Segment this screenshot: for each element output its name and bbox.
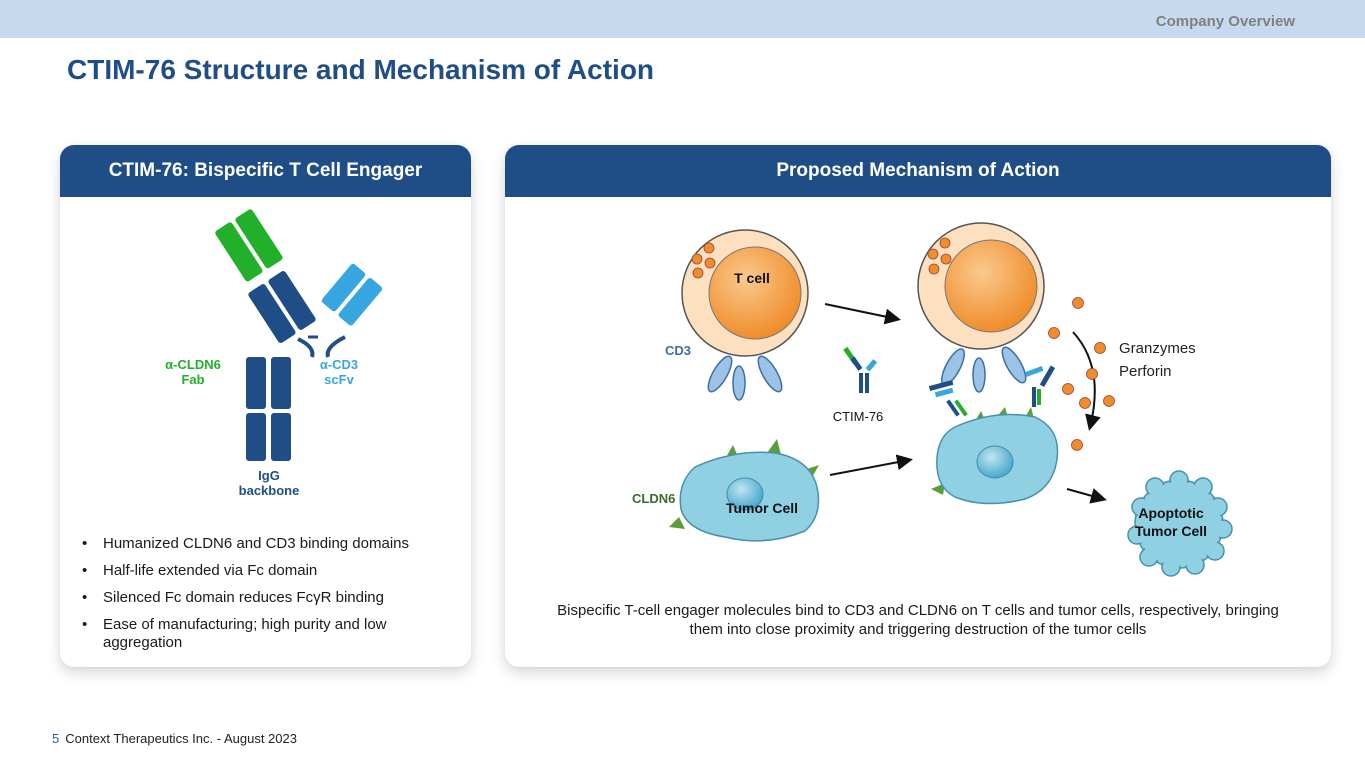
t-cell-label: T cell — [734, 270, 770, 286]
page-title: CTIM-76 Structure and Mechanism of Actio… — [67, 54, 655, 85]
backbone-label-line2: backbone — [239, 483, 300, 498]
granzymes-label: Granzymes — [1119, 340, 1196, 357]
perforin-label: Perforin — [1119, 363, 1172, 380]
arrow-tcell — [824, 303, 901, 325]
fab-light-chain-constant — [248, 284, 296, 343]
bullet-item: Half-life extended via Fc domain — [82, 562, 452, 580]
fab-heavy-chain-constant — [268, 271, 316, 330]
apoptotic-tumor-cell — [1127, 470, 1233, 577]
fab-label-line1: α-CLDN6 — [165, 357, 221, 372]
ctim-label: CTIM-76 — [833, 409, 884, 424]
scfv-label-line1: α-CD3 — [320, 357, 358, 372]
bridging-antibody-left — [928, 379, 968, 417]
apoptotic-label-line1: Apoptotic — [1138, 505, 1204, 521]
feature-bullet-list: Humanized CLDN6 and CD3 binding domains … — [82, 535, 452, 661]
footer-text: Context Therapeutics Inc. - August 2023 — [65, 731, 297, 746]
engaged-t-cell — [917, 222, 1045, 393]
footer: 5 Context Therapeutics Inc. - August 2023 — [52, 731, 297, 746]
scfv-label-line2: scFv — [324, 372, 354, 387]
antibody-card-header: CTIM-76: Bispecific T Cell Engager — [60, 145, 471, 197]
fc-ch3-right — [271, 413, 291, 461]
arrow-tumor — [829, 454, 913, 476]
fc-ch3-left — [246, 413, 266, 461]
fc-ch2-right — [271, 357, 291, 409]
hinge-region — [297, 335, 346, 358]
backbone-label-line1: IgG — [258, 468, 280, 483]
cd3-label: CD3 — [665, 343, 691, 358]
bullet-item: Silenced Fc domain reduces FcγR binding — [82, 589, 452, 607]
bullet-item: Ease of manufacturing; high purity and l… — [82, 616, 452, 652]
antibody-structure-card: CTIM-76: Bispecific T Cell Engager α-CLD… — [60, 145, 471, 667]
ctim76-molecule — [843, 346, 878, 393]
tumor-cell-label: Tumor Cell — [726, 500, 798, 516]
scfv-domain-2 — [338, 278, 383, 326]
top-band — [0, 0, 1365, 38]
scfv-domain-1 — [321, 263, 366, 312]
granule-release — [1048, 297, 1115, 451]
bullet-item: Humanized CLDN6 and CD3 binding domains — [82, 535, 452, 553]
arrow-apoptosis — [1066, 488, 1107, 504]
fab-light-chain-variable — [215, 222, 263, 282]
mechanism-diagram: T cell CD3 CTIM-76 — [632, 222, 1233, 577]
mechanism-card: Proposed Mechanism of Action — [505, 145, 1331, 667]
tumor-cell — [669, 439, 820, 542]
mechanism-caption: Bispecific T-cell engager molecules bind… — [557, 602, 1279, 638]
fab-heavy-chain-variable — [235, 209, 283, 269]
antibody-structure-diagram: α-CLDN6 Fab α-CD3 scFv IgG backbone — [165, 209, 383, 498]
fab-label-line2: Fab — [181, 372, 204, 387]
t-cell — [681, 229, 809, 401]
fc-ch2-left — [246, 357, 266, 409]
section-label: Company Overview — [1155, 13, 1295, 30]
cldn6-label: CLDN6 — [632, 491, 675, 506]
mechanism-card-header: Proposed Mechanism of Action — [505, 145, 1331, 197]
engaged-tumor-cell — [931, 407, 1059, 505]
page-number: 5 — [52, 731, 60, 746]
apoptotic-label-line2: Tumor Cell — [1135, 523, 1207, 539]
bridging-antibody-right — [1024, 365, 1056, 407]
